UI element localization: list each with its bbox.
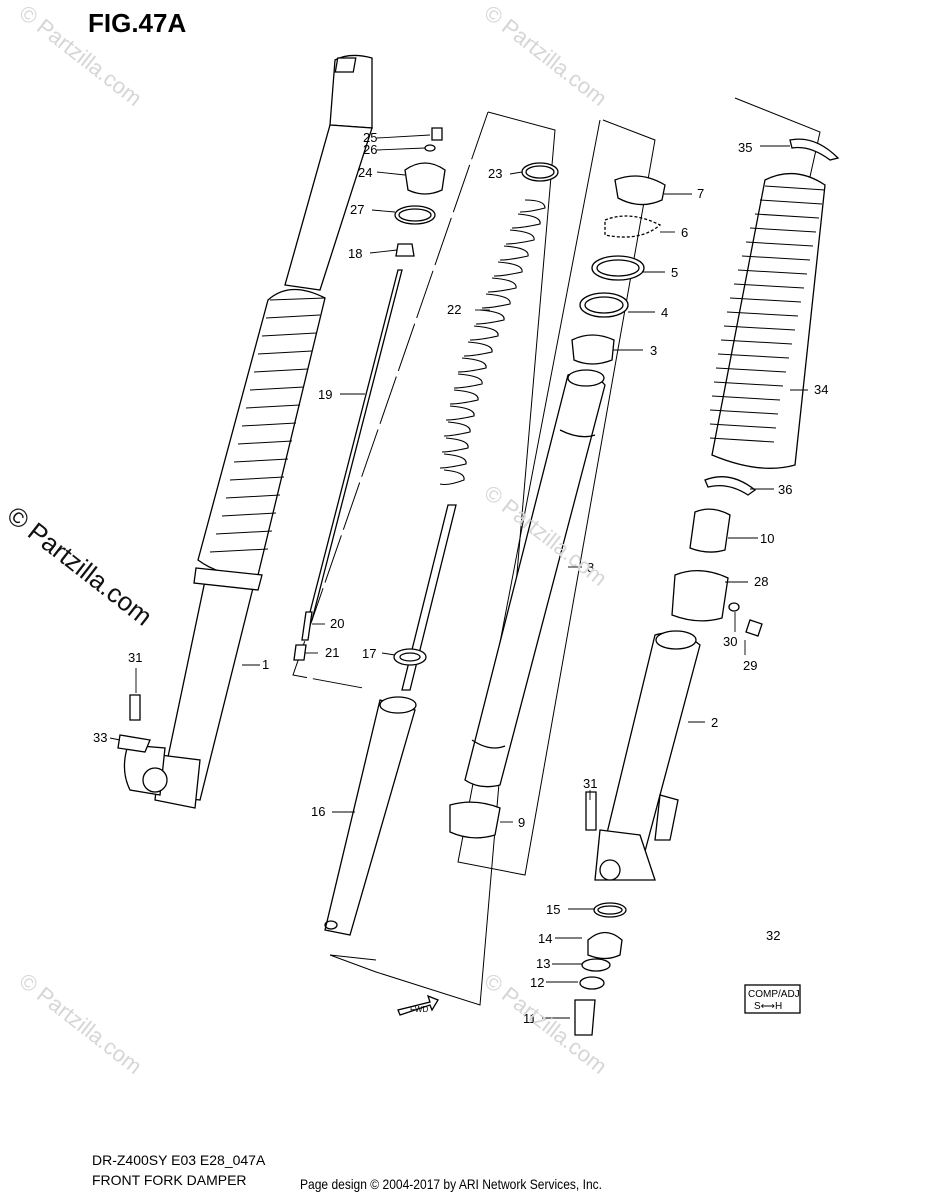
part-16-rod — [401, 504, 457, 691]
callout-19: 19 — [318, 387, 332, 402]
callout-33: 33 — [93, 730, 107, 745]
fwd-label: FWD — [410, 1005, 428, 1014]
callout-31-left: 31 — [128, 650, 142, 665]
part-6-clip — [604, 215, 662, 238]
part-32-label-box — [744, 984, 801, 1014]
part-19-rod — [307, 269, 403, 621]
callout-13: 13 — [536, 956, 550, 971]
part-12-oring — [579, 976, 605, 990]
callout-17: 17 — [362, 646, 376, 661]
frame-spring — [292, 111, 489, 689]
callout-34: 34 — [814, 382, 828, 397]
callout-27: 27 — [350, 202, 364, 217]
part-16-cartridge — [324, 699, 416, 936]
callout-1: 1 — [262, 657, 269, 672]
part-21-spring-small — [293, 644, 307, 661]
callout-32: 32 — [766, 928, 780, 943]
callout-9: 9 — [518, 815, 525, 830]
callout-14: 14 — [538, 931, 552, 946]
callout-2: 2 — [711, 715, 718, 730]
part-18-nut — [395, 243, 415, 257]
callout-4: 4 — [661, 305, 668, 320]
callout-8: 8 — [587, 560, 594, 575]
part-34-boot — [709, 172, 826, 469]
part-13-washer — [581, 958, 611, 972]
part-31-bolt-left — [129, 694, 141, 721]
comp-adj-sub: S⟷H — [754, 1001, 782, 1012]
part-15-oring — [593, 902, 627, 918]
part-35-clamp — [789, 138, 840, 161]
callout-22: 22 — [447, 302, 461, 317]
frame-center-left — [329, 111, 556, 1006]
callout-28: 28 — [754, 574, 768, 589]
part-26-washer — [424, 144, 436, 152]
comp-adj-label: COMP/ADJ — [748, 989, 800, 1000]
callout-5: 5 — [671, 265, 678, 280]
callout-36: 36 — [778, 482, 792, 497]
callout-30: 30 — [723, 634, 737, 649]
part-17-collar — [393, 648, 427, 666]
fwd-arrow-icon — [397, 994, 439, 1016]
part-14-cap — [587, 931, 623, 960]
part-3-bushing — [571, 334, 615, 365]
part-1-outer-tube — [123, 54, 373, 809]
callout-21: 21 — [325, 645, 339, 660]
callout-31-right: 31 — [583, 776, 597, 791]
part-27-oring — [394, 205, 436, 225]
callout-7: 7 — [697, 186, 704, 201]
callout-20: 20 — [330, 616, 344, 631]
callout-11: 11 — [523, 1011, 537, 1026]
part-33-bracket — [117, 734, 151, 753]
callout-18: 18 — [348, 246, 362, 261]
part-31-bolt-right — [585, 791, 597, 831]
part-22-spring — [439, 199, 546, 486]
callout-25: 25 — [363, 130, 377, 145]
callout-12: 12 — [530, 975, 544, 990]
part-10-guide — [689, 508, 731, 553]
model-code: DR-Z400SY E03 E28_047A — [92, 1152, 266, 1168]
callout-3: 3 — [650, 343, 657, 358]
callout-29: 29 — [743, 658, 757, 673]
callout-26: 26 — [363, 142, 377, 157]
frame-tube — [457, 119, 656, 876]
part-7-dust-seal — [614, 175, 666, 206]
part-24-cap — [404, 162, 446, 195]
callout-16: 16 — [311, 804, 325, 819]
copyright-text: Page design © 2004-2017 by ARI Network S… — [300, 1176, 603, 1192]
section-name: FRONT FORK DAMPER — [92, 1172, 247, 1188]
callout-6: 6 — [681, 225, 688, 240]
callout-35: 35 — [738, 140, 752, 155]
part-25-bolt — [431, 127, 443, 141]
callout-10: 10 — [760, 531, 774, 546]
part-30-washer — [728, 602, 740, 612]
part-9-bushing — [449, 801, 501, 839]
part-11-adjuster — [574, 999, 596, 1036]
part-36-clamp — [704, 476, 757, 496]
callout-23: 23 — [488, 166, 502, 181]
callout-24: 24 — [358, 165, 372, 180]
part-28-clamp — [671, 570, 729, 622]
callout-15: 15 — [546, 902, 560, 917]
part-20-pin — [301, 611, 313, 641]
part-29-bolt — [745, 619, 763, 637]
figure-title: FIG.47A — [88, 8, 187, 38]
